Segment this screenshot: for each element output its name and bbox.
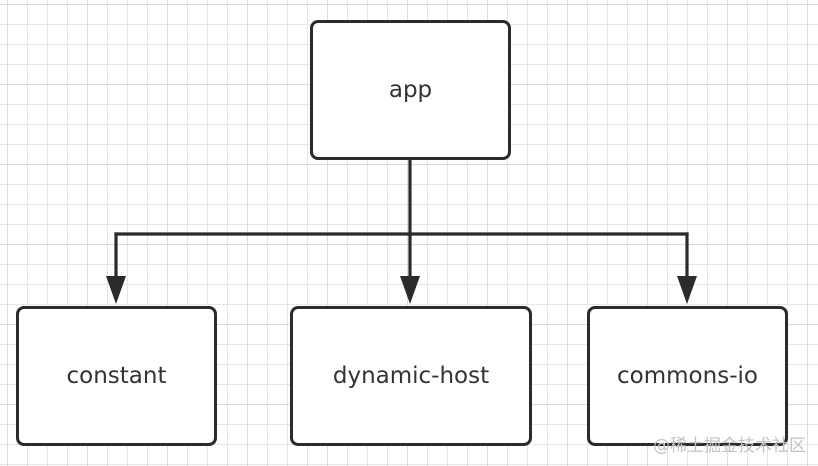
node-commons-io[interactable]: commons-io [587, 306, 788, 446]
node-constant-label: constant [66, 363, 167, 389]
node-app-label: app [388, 77, 433, 103]
arrowhead-dynamic-host [400, 276, 420, 304]
node-dynamic-host-label: dynamic-host [332, 363, 490, 389]
watermark-text: @稀土掘金技术社区 [653, 436, 806, 456]
node-constant[interactable]: constant [16, 306, 217, 446]
node-dynamic-host[interactable]: dynamic-host [290, 306, 532, 446]
arrowhead-commons-io [677, 276, 697, 304]
node-commons-io-label: commons-io [617, 363, 758, 389]
node-app[interactable]: app [310, 20, 511, 160]
arrowhead-constant [106, 276, 126, 304]
